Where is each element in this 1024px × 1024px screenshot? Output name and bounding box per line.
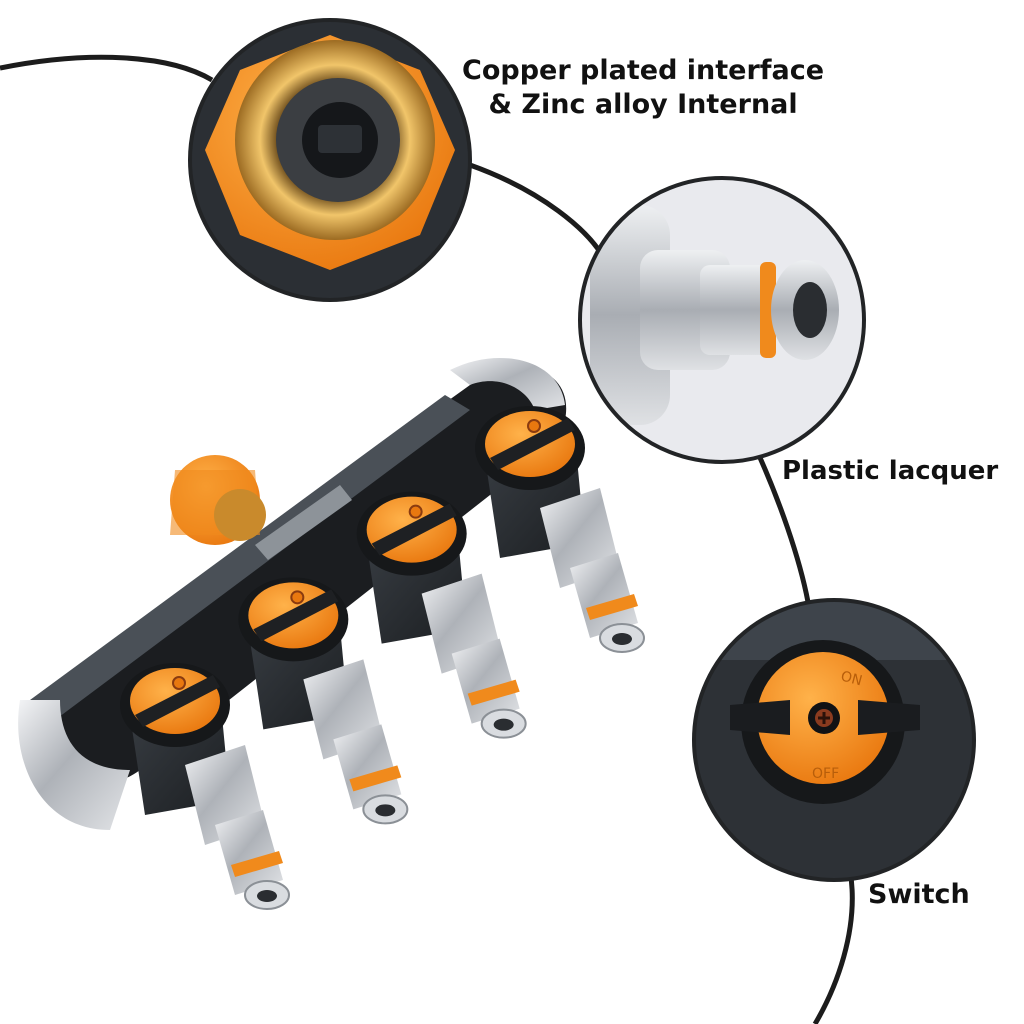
plastic-lacquer-label: Plastic lacquer (782, 456, 999, 486)
switch-label: Switch (868, 879, 970, 910)
outlet-4 (475, 406, 645, 653)
copper-interface-label: Copper plated interface & Zinc alloy Int… (462, 54, 824, 122)
outlet-1 (120, 663, 290, 910)
valve-knob[interactable] (475, 406, 585, 490)
copper-interface-line2: & Zinc alloy Internal (488, 88, 798, 120)
outlet-group (120, 406, 645, 910)
dial-off-text: OFF (812, 766, 839, 782)
copper-interface-line1: Copper plated interface (462, 55, 825, 86)
copper-interface-callout (188, 18, 472, 302)
valve-knob[interactable] (238, 577, 349, 662)
switch-callout: ON OFF (692, 598, 976, 882)
dial-on-text: ON (839, 668, 864, 689)
nozzle (303, 659, 409, 825)
outlet-3 (356, 491, 527, 739)
connector-cable (0, 54, 855, 1024)
nozzle (421, 573, 527, 739)
nozzle (185, 745, 290, 910)
nozzle (540, 488, 645, 653)
outlet-2 (238, 577, 409, 825)
plastic-lacquer-callout (578, 176, 866, 464)
inlet-nut (170, 455, 266, 545)
valve-knob[interactable] (120, 663, 230, 747)
valve-knob[interactable] (356, 491, 467, 576)
